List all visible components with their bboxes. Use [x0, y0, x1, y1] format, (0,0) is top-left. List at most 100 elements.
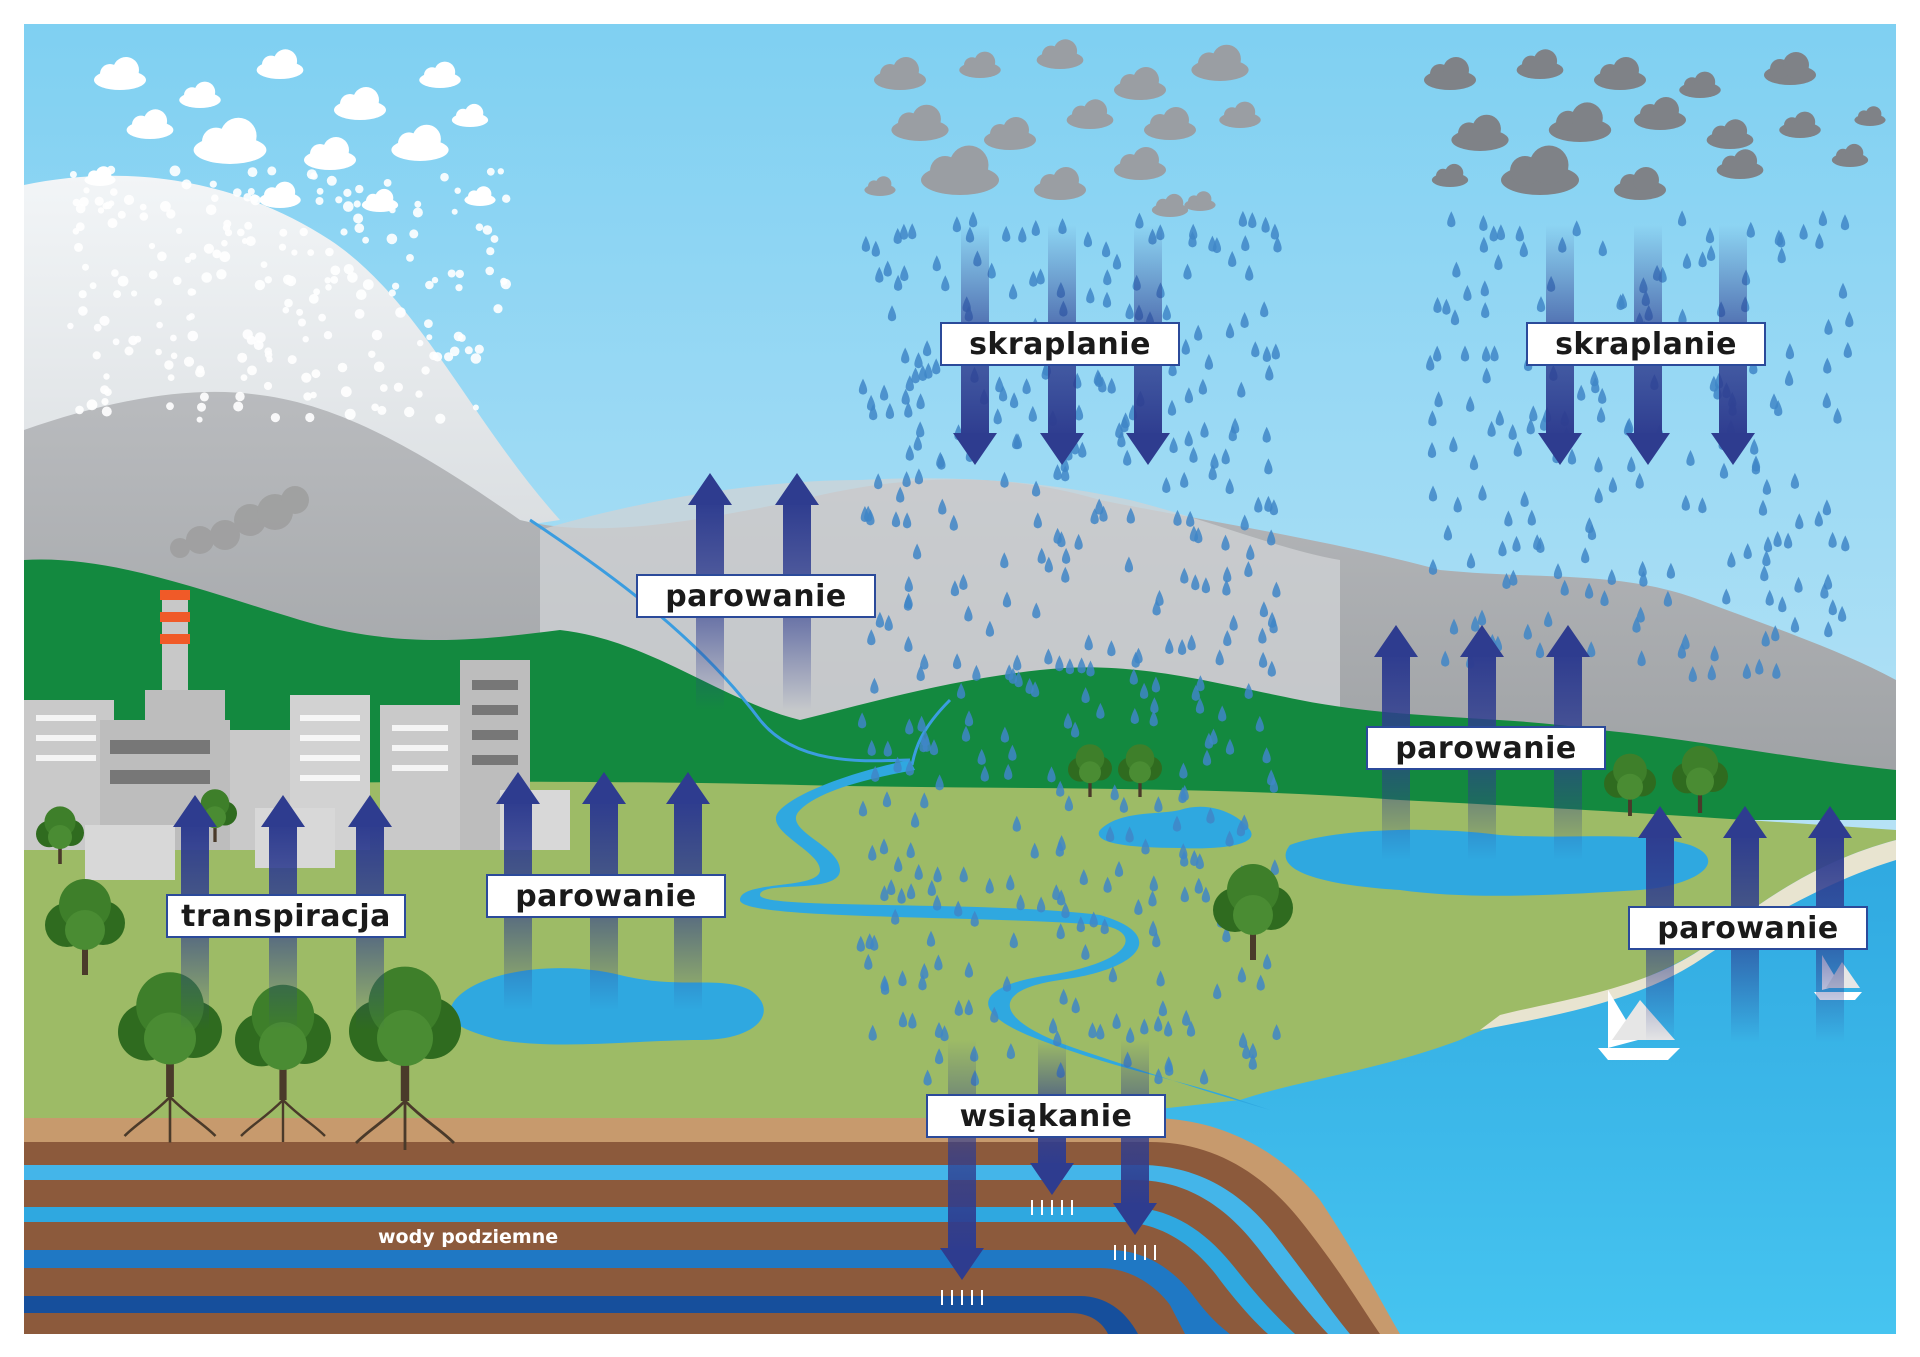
raindrop-icon — [1490, 345, 1499, 362]
raindrop-icon — [1598, 240, 1607, 257]
raindrop-icon — [1270, 223, 1280, 240]
raindrop-icon — [1030, 681, 1040, 698]
snowflake-icon — [354, 309, 365, 319]
raindrop-icon — [906, 883, 916, 900]
snowflake-icon — [274, 189, 283, 198]
snowflake-icon — [392, 282, 400, 290]
raindrop-icon — [1228, 425, 1237, 442]
raindrop-icon — [1427, 442, 1437, 458]
raindrop-icon — [1519, 241, 1528, 258]
raindrop-icon — [1151, 676, 1161, 693]
snowflake-icon — [94, 196, 104, 206]
raindrop-icon — [904, 636, 913, 652]
raindrop-icon — [914, 864, 923, 880]
label-transpiration: transpiracja — [166, 894, 406, 938]
raindrop-icon — [934, 954, 943, 971]
snowflake-icon — [186, 314, 193, 321]
snowflake-icon — [500, 278, 511, 290]
raindrop-icon — [1056, 923, 1065, 940]
raindrop-icon — [883, 740, 892, 757]
raindrop-icon — [1794, 576, 1803, 593]
raindrop-icon — [1822, 392, 1831, 409]
snowflake-icon — [170, 352, 178, 360]
snowflake-icon — [128, 335, 138, 346]
raindrop-icon — [1194, 324, 1203, 341]
snowflake-icon — [444, 352, 454, 362]
raindrop-icon — [1777, 247, 1786, 264]
raindrop-icon — [1596, 406, 1606, 423]
snowflake-icon — [335, 196, 343, 204]
raindrop-icon — [896, 486, 905, 503]
soil-layers — [24, 1118, 1400, 1334]
snowflake-icon — [306, 169, 317, 180]
snowflake-icon — [485, 266, 495, 276]
label-infiltration: wsiąkanie — [926, 1094, 1166, 1138]
raindrop-icon — [1105, 826, 1115, 842]
snowflake-icon — [199, 392, 209, 402]
snowflake-icon — [233, 188, 242, 197]
raindrop-icon — [1688, 666, 1697, 683]
raindrop-icon — [949, 514, 958, 531]
raindrop-icon — [1065, 658, 1075, 675]
raindrop-icon — [871, 240, 880, 257]
snowflake-icon — [106, 165, 116, 175]
snowflake-icon — [454, 187, 461, 194]
raindrop-icon — [927, 880, 936, 896]
cloud-icon — [921, 145, 999, 195]
raindrop-icon — [1238, 210, 1248, 227]
raindrop-icon — [869, 404, 878, 421]
raindrop-icon — [1002, 975, 1012, 992]
snowflake-icon — [282, 306, 290, 314]
raindrop-icon — [1823, 573, 1833, 590]
raindrop-icon — [1677, 642, 1687, 659]
snowflake-icon — [254, 279, 266, 291]
snowflake-icon — [117, 275, 129, 287]
snowflake-icon — [388, 289, 396, 297]
snowflake-icon — [432, 352, 443, 362]
raindrop-icon — [934, 1022, 944, 1038]
raindrop-icon — [956, 682, 966, 699]
raindrop-icon — [1751, 458, 1761, 475]
raindrop-icon — [916, 665, 925, 682]
snowflake-icon — [325, 284, 332, 291]
raindrop-icon — [950, 580, 960, 597]
raindrop-icon — [1494, 254, 1503, 271]
raindrop-icon — [1199, 1068, 1209, 1085]
raindrop-icon — [1088, 1022, 1097, 1039]
raindrop-icon — [1006, 874, 1015, 891]
snowflake-icon — [187, 288, 196, 296]
raindrop-icon — [1055, 655, 1064, 672]
raindrop-icon — [1262, 426, 1271, 443]
raindrop-icon — [1225, 830, 1234, 847]
raindrop-icon — [904, 576, 913, 592]
raindrop-icon — [1240, 514, 1249, 531]
raindrop-icon — [1002, 225, 1011, 242]
snowflake-icon — [184, 256, 192, 264]
raindrop-icon — [1837, 605, 1847, 622]
raindrop-icon — [1523, 623, 1532, 640]
snowflake-icon — [79, 197, 89, 207]
raindrop-icon — [918, 365, 927, 381]
raindrop-icon — [932, 894, 942, 911]
raindrop-icon — [1637, 650, 1646, 667]
raindrop-icon — [1114, 861, 1124, 877]
snowflake-icon — [101, 406, 112, 417]
raindrop-icon — [1162, 304, 1171, 321]
raindrop-icon — [1201, 886, 1211, 903]
snowflake-icon — [449, 346, 460, 357]
raindrop-icon — [1165, 638, 1174, 654]
raindrop-icon — [1182, 1009, 1191, 1026]
snowflake-icon — [326, 175, 337, 186]
raindrop-icon — [1706, 245, 1716, 261]
raindrop-icon — [916, 421, 925, 438]
raindrop-icon — [972, 664, 981, 681]
raindrop-icon — [1520, 491, 1529, 507]
raindrop-icon — [1264, 458, 1273, 475]
raindrop-icon — [1784, 370, 1794, 386]
snowflake-icon — [67, 322, 74, 330]
snowflake-icon — [167, 374, 175, 381]
raindrop-icon — [1061, 902, 1070, 919]
raindrop-icon — [1121, 412, 1130, 429]
raindrop-icon — [1504, 510, 1513, 527]
snowflake-icon — [287, 355, 297, 365]
